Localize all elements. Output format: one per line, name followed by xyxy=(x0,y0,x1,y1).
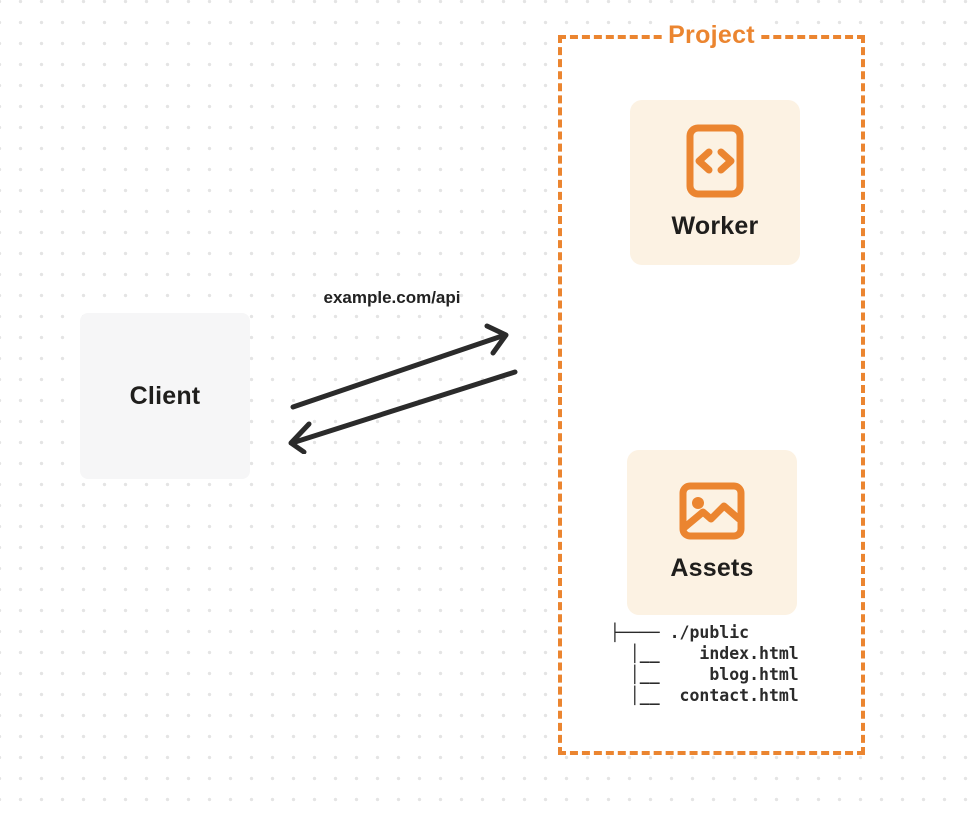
arrowhead-left-icon xyxy=(288,421,312,454)
client-node: Client xyxy=(80,313,250,479)
worker-label: Worker xyxy=(671,212,759,240)
code-file-icon xyxy=(686,124,744,198)
assets-label: Assets xyxy=(670,554,754,582)
request-arrow xyxy=(290,323,509,410)
worker-node: Worker xyxy=(630,100,800,265)
request-response-arrows xyxy=(288,323,518,454)
assets-node: Assets xyxy=(627,450,797,615)
request-url-label: example.com/api xyxy=(323,288,461,307)
project-title: Project xyxy=(662,21,761,50)
client-label: Client xyxy=(129,381,201,410)
assets-file-tree: ├──── ./public │__ index.html │__ blog.h… xyxy=(610,623,799,705)
image-icon xyxy=(679,482,745,540)
response-arrow xyxy=(288,369,518,454)
arrowhead-right-icon xyxy=(484,323,509,356)
project-container: Project Worker Assets ├──── ./public │__… xyxy=(558,21,865,755)
